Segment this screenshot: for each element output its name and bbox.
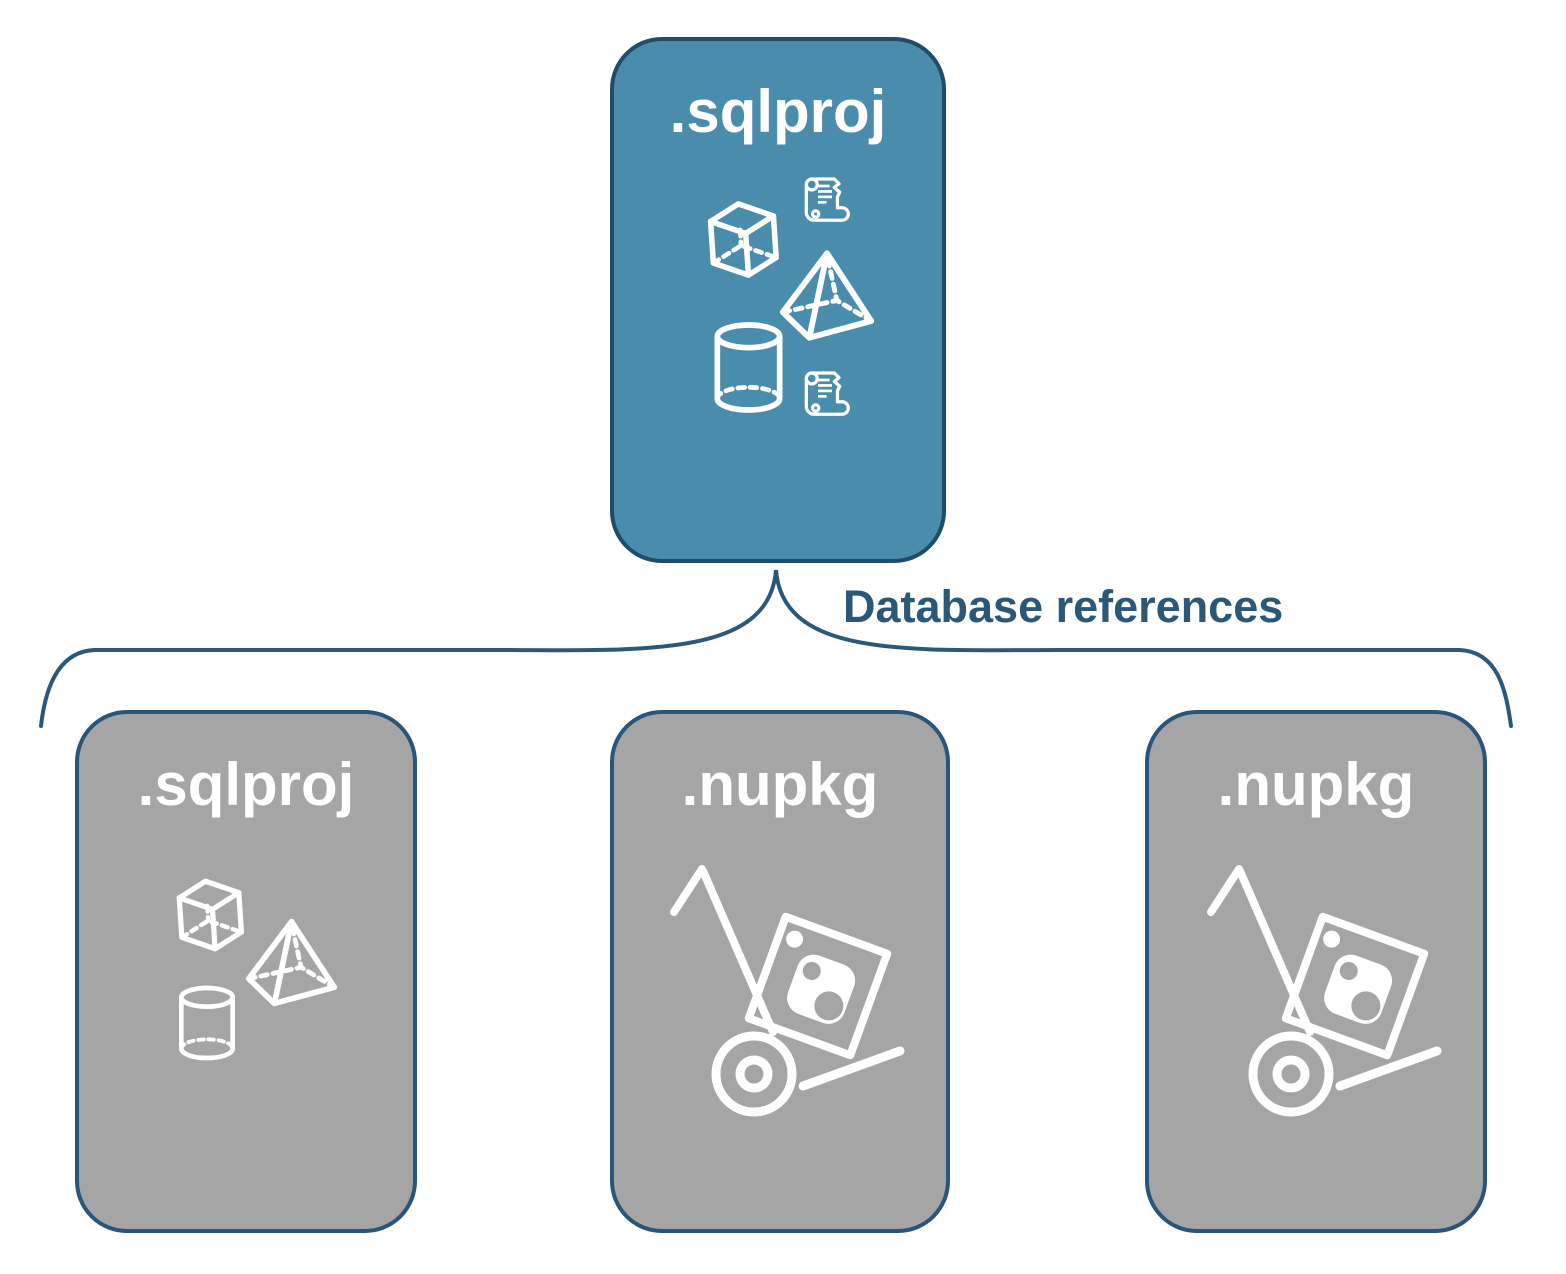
edge-label: Database references <box>843 581 1284 632</box>
node-child-title: .sqlproj <box>137 751 355 818</box>
pyramid-icon <box>779 250 875 341</box>
hand-truck-icon <box>1207 865 1442 1117</box>
hand-truck-icon <box>670 865 905 1117</box>
node-child-title: .nupkg <box>681 751 879 818</box>
script-icon <box>804 177 850 222</box>
node-child-nupkg-2: .nupkg <box>1145 710 1487 1233</box>
script-icon <box>804 371 850 416</box>
cylinder-icon <box>714 322 783 413</box>
pyramid-icon <box>245 918 338 1007</box>
node-root-title: .sqlproj <box>669 78 887 145</box>
cube-icon <box>176 878 245 952</box>
cube-icon <box>707 201 779 278</box>
node-child-sqlproj: .sqlproj <box>75 710 417 1233</box>
cylinder-icon <box>179 985 235 1061</box>
node-child-title: .nupkg <box>1217 751 1415 818</box>
nuget-package-icon <box>744 912 892 1060</box>
node-child-nupkg-1: .nupkg <box>610 710 950 1233</box>
node-root-sqlproj: .sqlproj <box>610 37 946 563</box>
nuget-package-icon <box>1281 912 1429 1060</box>
